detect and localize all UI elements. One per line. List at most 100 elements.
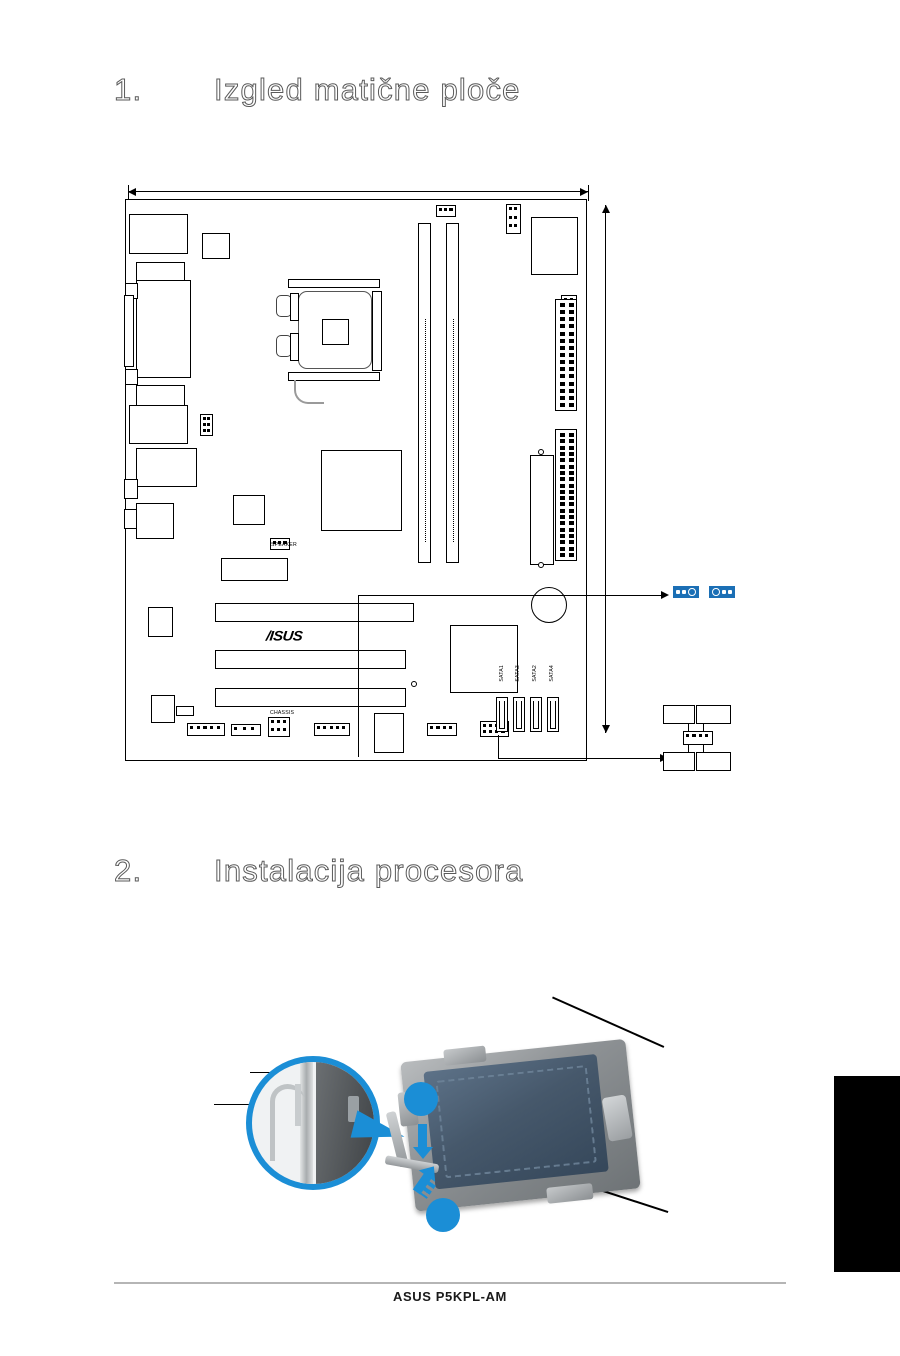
mounting-hole-center — [411, 681, 417, 687]
magnifier-socket-body — [316, 1062, 374, 1184]
speaker-label: SPEAKER — [271, 542, 297, 548]
chassis-fan-header-top — [506, 204, 521, 234]
step-1-callout-dot — [404, 1082, 438, 1116]
connector-detail-tick-b — [703, 724, 705, 732]
chassis-intrusion-header — [268, 717, 290, 737]
cpu-socket-drawing — [268, 277, 388, 404]
northbridge-chip — [321, 450, 402, 531]
socket-side-rail-lower — [290, 333, 299, 361]
sata1-label: SATA1 — [499, 665, 505, 682]
rear-io-serial-port — [124, 295, 134, 367]
rear-io-audio-jacks — [136, 448, 197, 487]
sata3-label: SATA3 — [515, 665, 521, 682]
socket-bottom-tab — [546, 1183, 594, 1204]
socket-lever-rail — [372, 291, 382, 371]
jumper-detail-pins-1-2 — [673, 586, 699, 598]
mounting-hole-upper-right — [538, 449, 544, 455]
connector-detail-tick-d — [703, 744, 705, 753]
atx-power-connector — [555, 429, 577, 561]
section-2-number: 2. — [114, 853, 143, 889]
rear-io-connector-b — [125, 369, 138, 385]
callout-line-horizontal-lower — [498, 758, 662, 760]
callout-line-horizontal-upper — [358, 595, 663, 597]
sata-port-3 — [513, 697, 525, 732]
footer-product-name: ASUS P5KPL-AM — [393, 1289, 507, 1304]
component-chip-bottom-mid — [374, 713, 404, 753]
magnifier-lever-hook — [270, 1084, 305, 1161]
rear-io-audio-connector-a — [124, 479, 138, 499]
rear-io-ps2-port — [129, 214, 188, 254]
pcie-x16-slot — [215, 603, 414, 622]
component-chip-mid-left — [233, 495, 265, 525]
connector-detail-box-top-right — [696, 705, 731, 724]
component-chip-bottom-left — [151, 695, 175, 723]
rear-io-audio-codec — [136, 503, 174, 539]
section-2-title: Instalacija procesora — [214, 853, 524, 889]
connector-detail-pins — [683, 731, 713, 745]
magnifier-inset — [246, 1056, 380, 1190]
callout-arrow-upper — [661, 591, 669, 599]
socket-lever-arm — [294, 380, 324, 404]
socket-pcb-cover — [423, 1053, 609, 1190]
pci-slot-1 — [215, 650, 406, 669]
magnifier-lever-shaft — [295, 1084, 301, 1126]
magnifier-retention-tab — [348, 1096, 359, 1122]
component-box-speaker-area — [221, 558, 288, 581]
page-edge-tab — [834, 1076, 900, 1272]
dimension-tick-left — [128, 185, 129, 201]
connector-detail-box-top-left — [663, 705, 695, 724]
sata-port-1 — [496, 697, 508, 732]
dimension-tick-right — [588, 185, 589, 201]
component-chip-lower-left — [148, 607, 173, 637]
cmos-battery — [531, 587, 567, 623]
pci-slot-2 — [215, 688, 406, 707]
front-panel-header — [187, 723, 225, 736]
asus-brand-logo: /ISUS — [265, 628, 304, 645]
section-1-title: Izgled matične ploče — [214, 72, 521, 108]
southbridge-chip — [450, 625, 518, 693]
section-1-heading: 1. Izgled matične ploče — [114, 72, 521, 108]
socket-load-plate-top — [288, 279, 380, 288]
jumper-detail-pins-2-3 — [709, 586, 735, 598]
usb-header-bottom — [231, 724, 261, 736]
press-down-arrow — [412, 1124, 433, 1159]
dimm-slot-2 — [446, 223, 459, 563]
cpu-installation-photo — [214, 996, 676, 1244]
board-width-dimension-arrow — [128, 187, 588, 196]
sata-port-4 — [547, 697, 559, 732]
connector-detail-box-bottom-left — [663, 752, 695, 771]
component-chip-top-left — [202, 233, 230, 259]
connector-detail-tick-c — [688, 744, 690, 753]
usb-header-bottom-2 — [314, 723, 350, 736]
section-1-number: 1. — [114, 72, 143, 108]
lga775-socket — [384, 1038, 645, 1221]
step-2-callout-dot — [426, 1198, 460, 1232]
connector-detail-tick-a — [688, 724, 690, 732]
mounting-hole-lower-right — [538, 562, 544, 568]
atx-12v-power-connector — [531, 217, 578, 275]
ide-connector — [555, 299, 577, 411]
chassis-label: CHASSIS — [270, 710, 295, 716]
floppy-connector — [530, 455, 554, 565]
callout-line-vertical-lower — [498, 735, 500, 759]
socket-die-pad — [322, 319, 349, 345]
socket-side-rail-upper — [290, 293, 299, 321]
sata2-label: SATA2 — [532, 665, 538, 682]
magnifier-content — [252, 1062, 374, 1184]
cpu-fan-header — [436, 205, 456, 217]
dimm-slot-1 — [418, 223, 431, 563]
motherboard-layout-diagram: SPEAKER /ISUS CHASSIS SATA1 SATA3 SATA2 … — [118, 183, 743, 783]
com-port-header — [427, 723, 457, 736]
power-fan-header — [200, 414, 213, 436]
callout-line-vertical-upper — [358, 595, 360, 757]
board-height-dimension-arrow — [601, 205, 610, 733]
sata-port-2 — [530, 697, 542, 732]
socket-load-plate-bottom — [288, 372, 380, 381]
footer-divider — [114, 1282, 786, 1284]
rear-io-usb-stack — [129, 405, 188, 444]
small-jumper-block — [176, 706, 194, 716]
connector-detail-box-bottom-right — [696, 752, 731, 771]
sata4-label: SATA4 — [549, 665, 555, 682]
section-2-heading: 2. Instalacija procesora — [114, 853, 524, 889]
rear-io-vga-port — [136, 280, 191, 378]
